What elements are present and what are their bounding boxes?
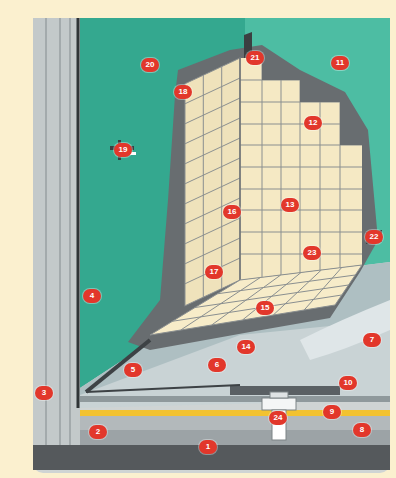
floor-tiles: [150, 265, 362, 335]
callout-number: 22: [365, 230, 383, 244]
drain-grate: [270, 392, 288, 398]
callout-number: 1: [199, 440, 217, 454]
wall-stud: [33, 18, 80, 445]
tile-field: [240, 40, 370, 290]
callout-number: 10: [339, 376, 357, 390]
grout-lines: [173, 268, 356, 331]
callout-number: 15: [256, 301, 274, 315]
edge-profile: [86, 340, 150, 392]
wall-profile: [366, 230, 382, 244]
grout-lines: [185, 58, 240, 306]
drain-plate-layer: [80, 396, 390, 402]
callout-number: 21: [246, 51, 264, 65]
edge-profile: [86, 385, 240, 392]
callout-number: 24: [269, 411, 287, 425]
callout-number: 16: [223, 205, 241, 219]
callout-number: 14: [237, 340, 255, 354]
base-layer: [80, 416, 390, 430]
callout-number: 5: [124, 363, 142, 377]
stud-line: [59, 18, 60, 445]
callout-number: 18: [174, 85, 192, 99]
drain-body: [262, 398, 296, 410]
corner-line: [239, 58, 241, 280]
wall-tiles: [240, 40, 370, 290]
side-wall-tiles: [185, 58, 240, 306]
callout-number: 2: [89, 425, 107, 439]
callout-number: 7: [363, 333, 381, 347]
callout-number: 8: [353, 423, 371, 437]
base-layer: [80, 430, 390, 445]
callout-number: 17: [205, 265, 223, 279]
callout-number: 20: [141, 58, 159, 72]
callout-number: 4: [83, 289, 101, 303]
callout-number: 3: [35, 386, 53, 400]
stud-line: [69, 18, 70, 445]
stud-line: [45, 18, 46, 445]
callout-number: 9: [323, 405, 341, 419]
panel: [33, 18, 390, 473]
callout-number: 12: [304, 116, 322, 130]
callout-number: 23: [303, 246, 321, 260]
yellow-membrane: [80, 410, 390, 416]
grout-lines: [240, 40, 362, 290]
callout-number: 11: [331, 56, 349, 70]
callout-number: 6: [208, 358, 226, 372]
callout-number: 13: [281, 198, 299, 212]
wall-trim: [77, 18, 80, 408]
tile-field: [185, 58, 240, 306]
callout-number: 19: [114, 143, 132, 157]
